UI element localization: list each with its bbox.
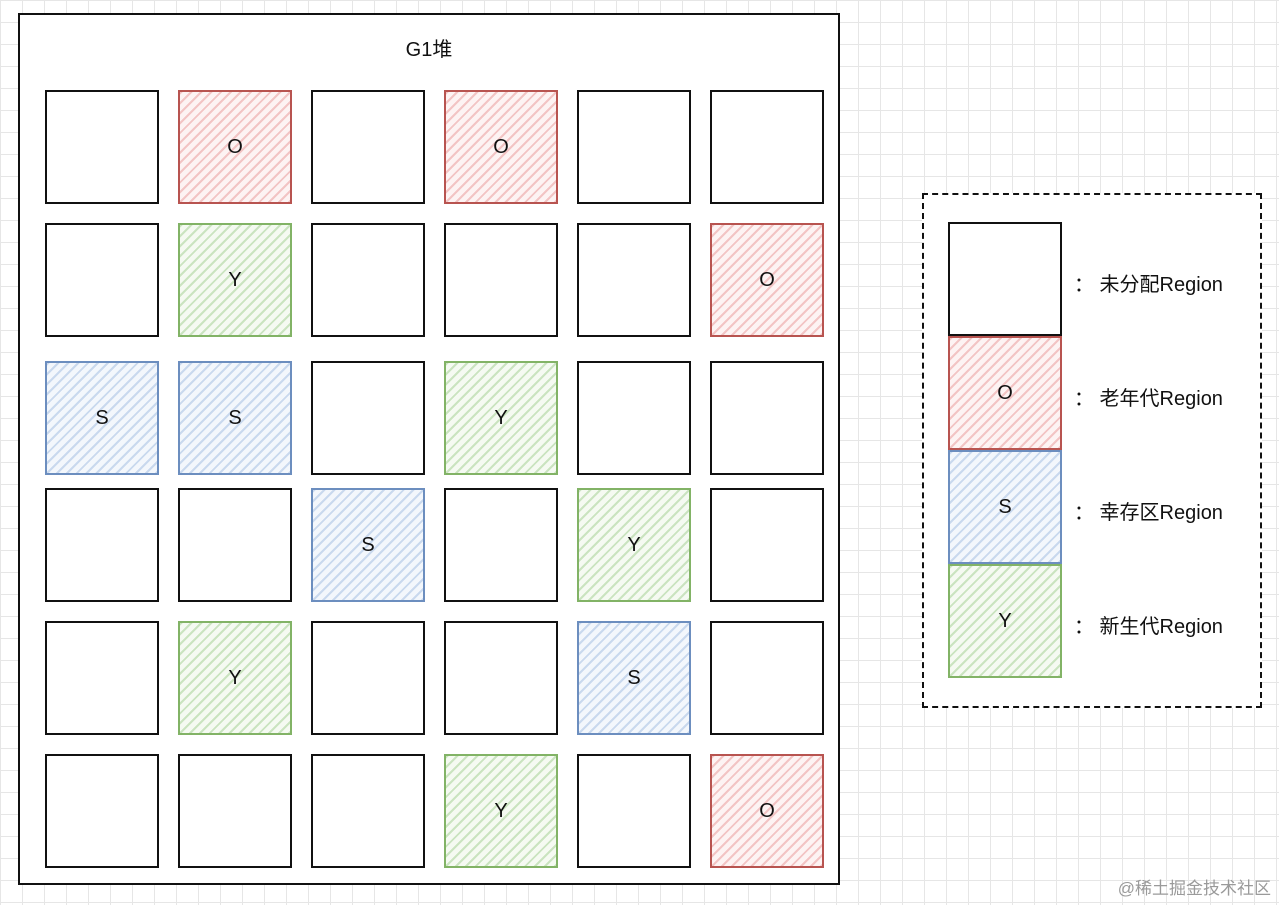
legend-swatch-survivor: S: [948, 450, 1062, 564]
region-unallocated-r4c2: [178, 488, 292, 602]
legend-label-unallocated: ： 未分配Region: [1074, 274, 1223, 296]
region-unallocated-r1c3: [311, 90, 425, 204]
region-unallocated-r6c5: [577, 754, 691, 868]
legend-label-young: ： 新生代Region: [1074, 616, 1223, 638]
region-old-r1c2: O: [178, 90, 292, 204]
region-unallocated-r1c1: [45, 90, 159, 204]
region-young-r4c5: Y: [577, 488, 691, 602]
region-old-r6c6: O: [710, 754, 824, 868]
region-unallocated-r1c6: [710, 90, 824, 204]
region-unallocated-r2c3: [311, 223, 425, 337]
region-unallocated-r5c1: [45, 621, 159, 735]
region-unallocated-r4c4: [444, 488, 558, 602]
region-unallocated-r1c5: [577, 90, 691, 204]
legend-swatch-young: Y: [948, 564, 1062, 678]
region-unallocated-r3c6: [710, 361, 824, 475]
legend-swatch-unallocated: [948, 222, 1062, 336]
region-unallocated-r5c6: [710, 621, 824, 735]
region-young-r2c2: Y: [178, 223, 292, 337]
region-survivor-r3c1: S: [45, 361, 159, 475]
region-unallocated-r4c1: [45, 488, 159, 602]
region-survivor-r3c2: S: [178, 361, 292, 475]
region-survivor-r4c3: S: [311, 488, 425, 602]
legend-swatch-old: O: [948, 336, 1062, 450]
region-unallocated-r3c5: [577, 361, 691, 475]
region-survivor-r5c5: S: [577, 621, 691, 735]
region-young-r5c2: Y: [178, 621, 292, 735]
legend-label-survivor: ： 幸存区Region: [1074, 502, 1223, 524]
region-unallocated-r5c3: [311, 621, 425, 735]
heap-title: G1堆: [405, 39, 453, 61]
region-young-r6c4: Y: [444, 754, 558, 868]
region-unallocated-r6c3: [311, 754, 425, 868]
region-unallocated-r3c3: [311, 361, 425, 475]
region-unallocated-r2c5: [577, 223, 691, 337]
watermark: @稀土掘金技术社区: [1117, 879, 1271, 898]
region-unallocated-r4c6: [710, 488, 824, 602]
region-old-r1c4: O: [444, 90, 558, 204]
region-unallocated-r2c1: [45, 223, 159, 337]
legend-label-old: ： 老年代Region: [1074, 388, 1223, 410]
region-unallocated-r6c1: [45, 754, 159, 868]
region-young-r3c4: Y: [444, 361, 558, 475]
region-unallocated-r5c4: [444, 621, 558, 735]
region-unallocated-r2c4: [444, 223, 558, 337]
region-old-r2c6: O: [710, 223, 824, 337]
legend-box: ： 未分配Region O ： 老年代Region S ： 幸存区Region …: [922, 193, 1262, 708]
region-unallocated-r6c2: [178, 754, 292, 868]
